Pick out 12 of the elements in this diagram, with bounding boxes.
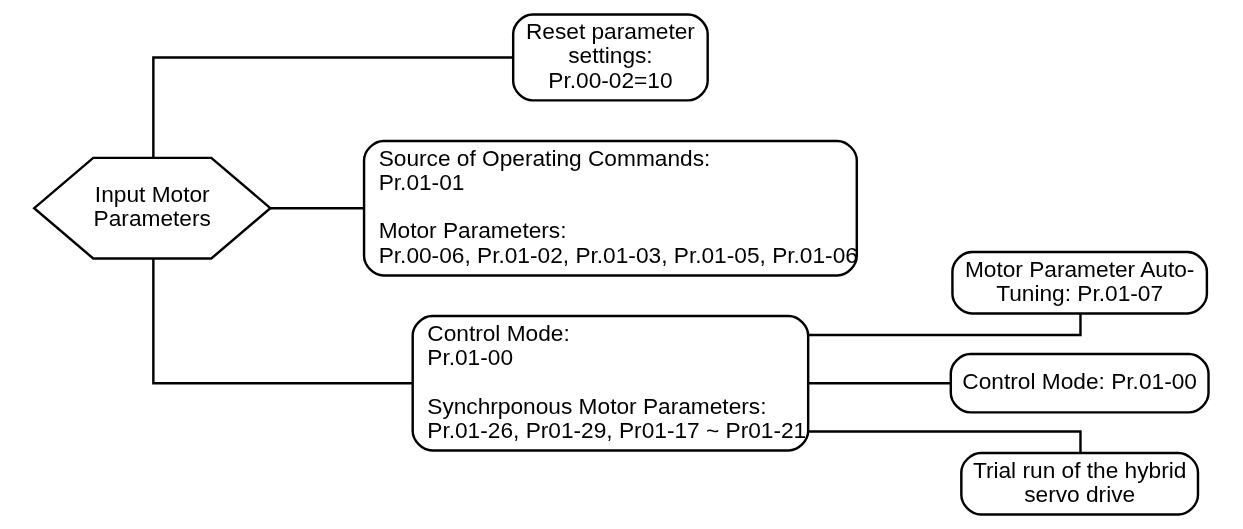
node-box: Control Mode: Pr.01-00 <box>949 352 1210 414</box>
connector <box>808 430 1082 453</box>
node-box: Reset parameter settings: Pr.00-02=10 <box>511 13 709 102</box>
connector <box>152 258 413 385</box>
connector <box>808 313 1082 337</box>
node-box: Trial run of the hybrid servo drive <box>960 451 1200 516</box>
node-box: Source of Operating Commands: Pr.01-01 Motor Parameters: Pr.00-06, Pr.01-02, Pr.01-03, Pr.01-05, Pr.01-06 <box>362 139 858 277</box>
node-box: Motor Parameter Auto-Tuning: Pr.01-07 <box>951 250 1209 315</box>
connector <box>270 206 364 210</box>
connector <box>152 56 513 158</box>
connector <box>808 382 951 385</box>
node-box: Control Mode: Pr.01-00 Synchrponous Motor Parameters: Pr.01-26, Pr01-29, Pr01-17 ~ Pr01-21 <box>411 314 810 452</box>
